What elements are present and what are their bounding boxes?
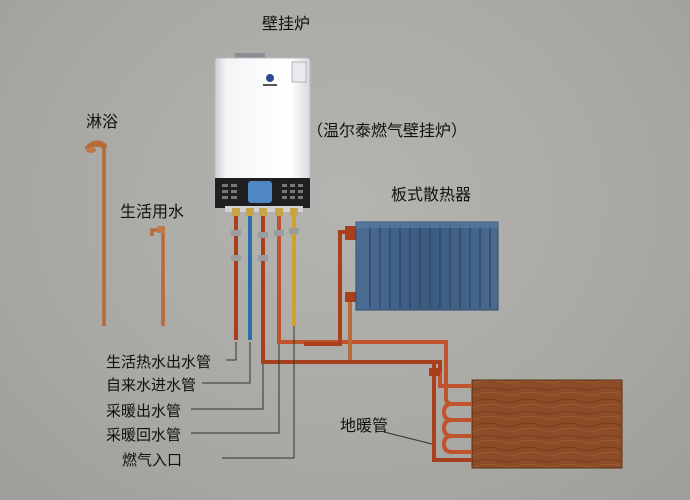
floor-heating-unit [429,364,623,469]
leader-lines [191,326,433,459]
pipe-label-gas-inlet: 燃气入口 [122,451,183,469]
boiler-pipes [231,208,448,384]
radiator-unit [355,221,499,311]
floor-heating-label: 地暖管 [340,416,389,435]
shower-label: 淋浴 [86,112,119,131]
domestic-water-label: 生活用水 [120,202,185,221]
boiler-label: 壁挂炉 [262,14,311,33]
pipe-label-cold-water-in: 自来水进水管 [106,376,197,394]
pipe-label-heating-return: 采暖回水管 [106,426,182,444]
pipe-label-heating-out: 采暖出水管 [106,402,182,420]
shower-head-icon [86,147,96,153]
pipe-label-hot-water-out: 生活热水出水管 [106,353,212,371]
radiator-label: 板式散热器 [391,185,472,204]
boiler-unit [214,53,311,212]
tap-icon [157,226,165,233]
brand-label: （温尔泰燃气壁挂炉） [307,121,468,140]
tap-fixture [150,226,165,326]
display-screen [248,181,272,203]
radiator-pipes [304,226,357,360]
shower-fixture [85,140,107,326]
brand-logo-icon [266,74,274,82]
